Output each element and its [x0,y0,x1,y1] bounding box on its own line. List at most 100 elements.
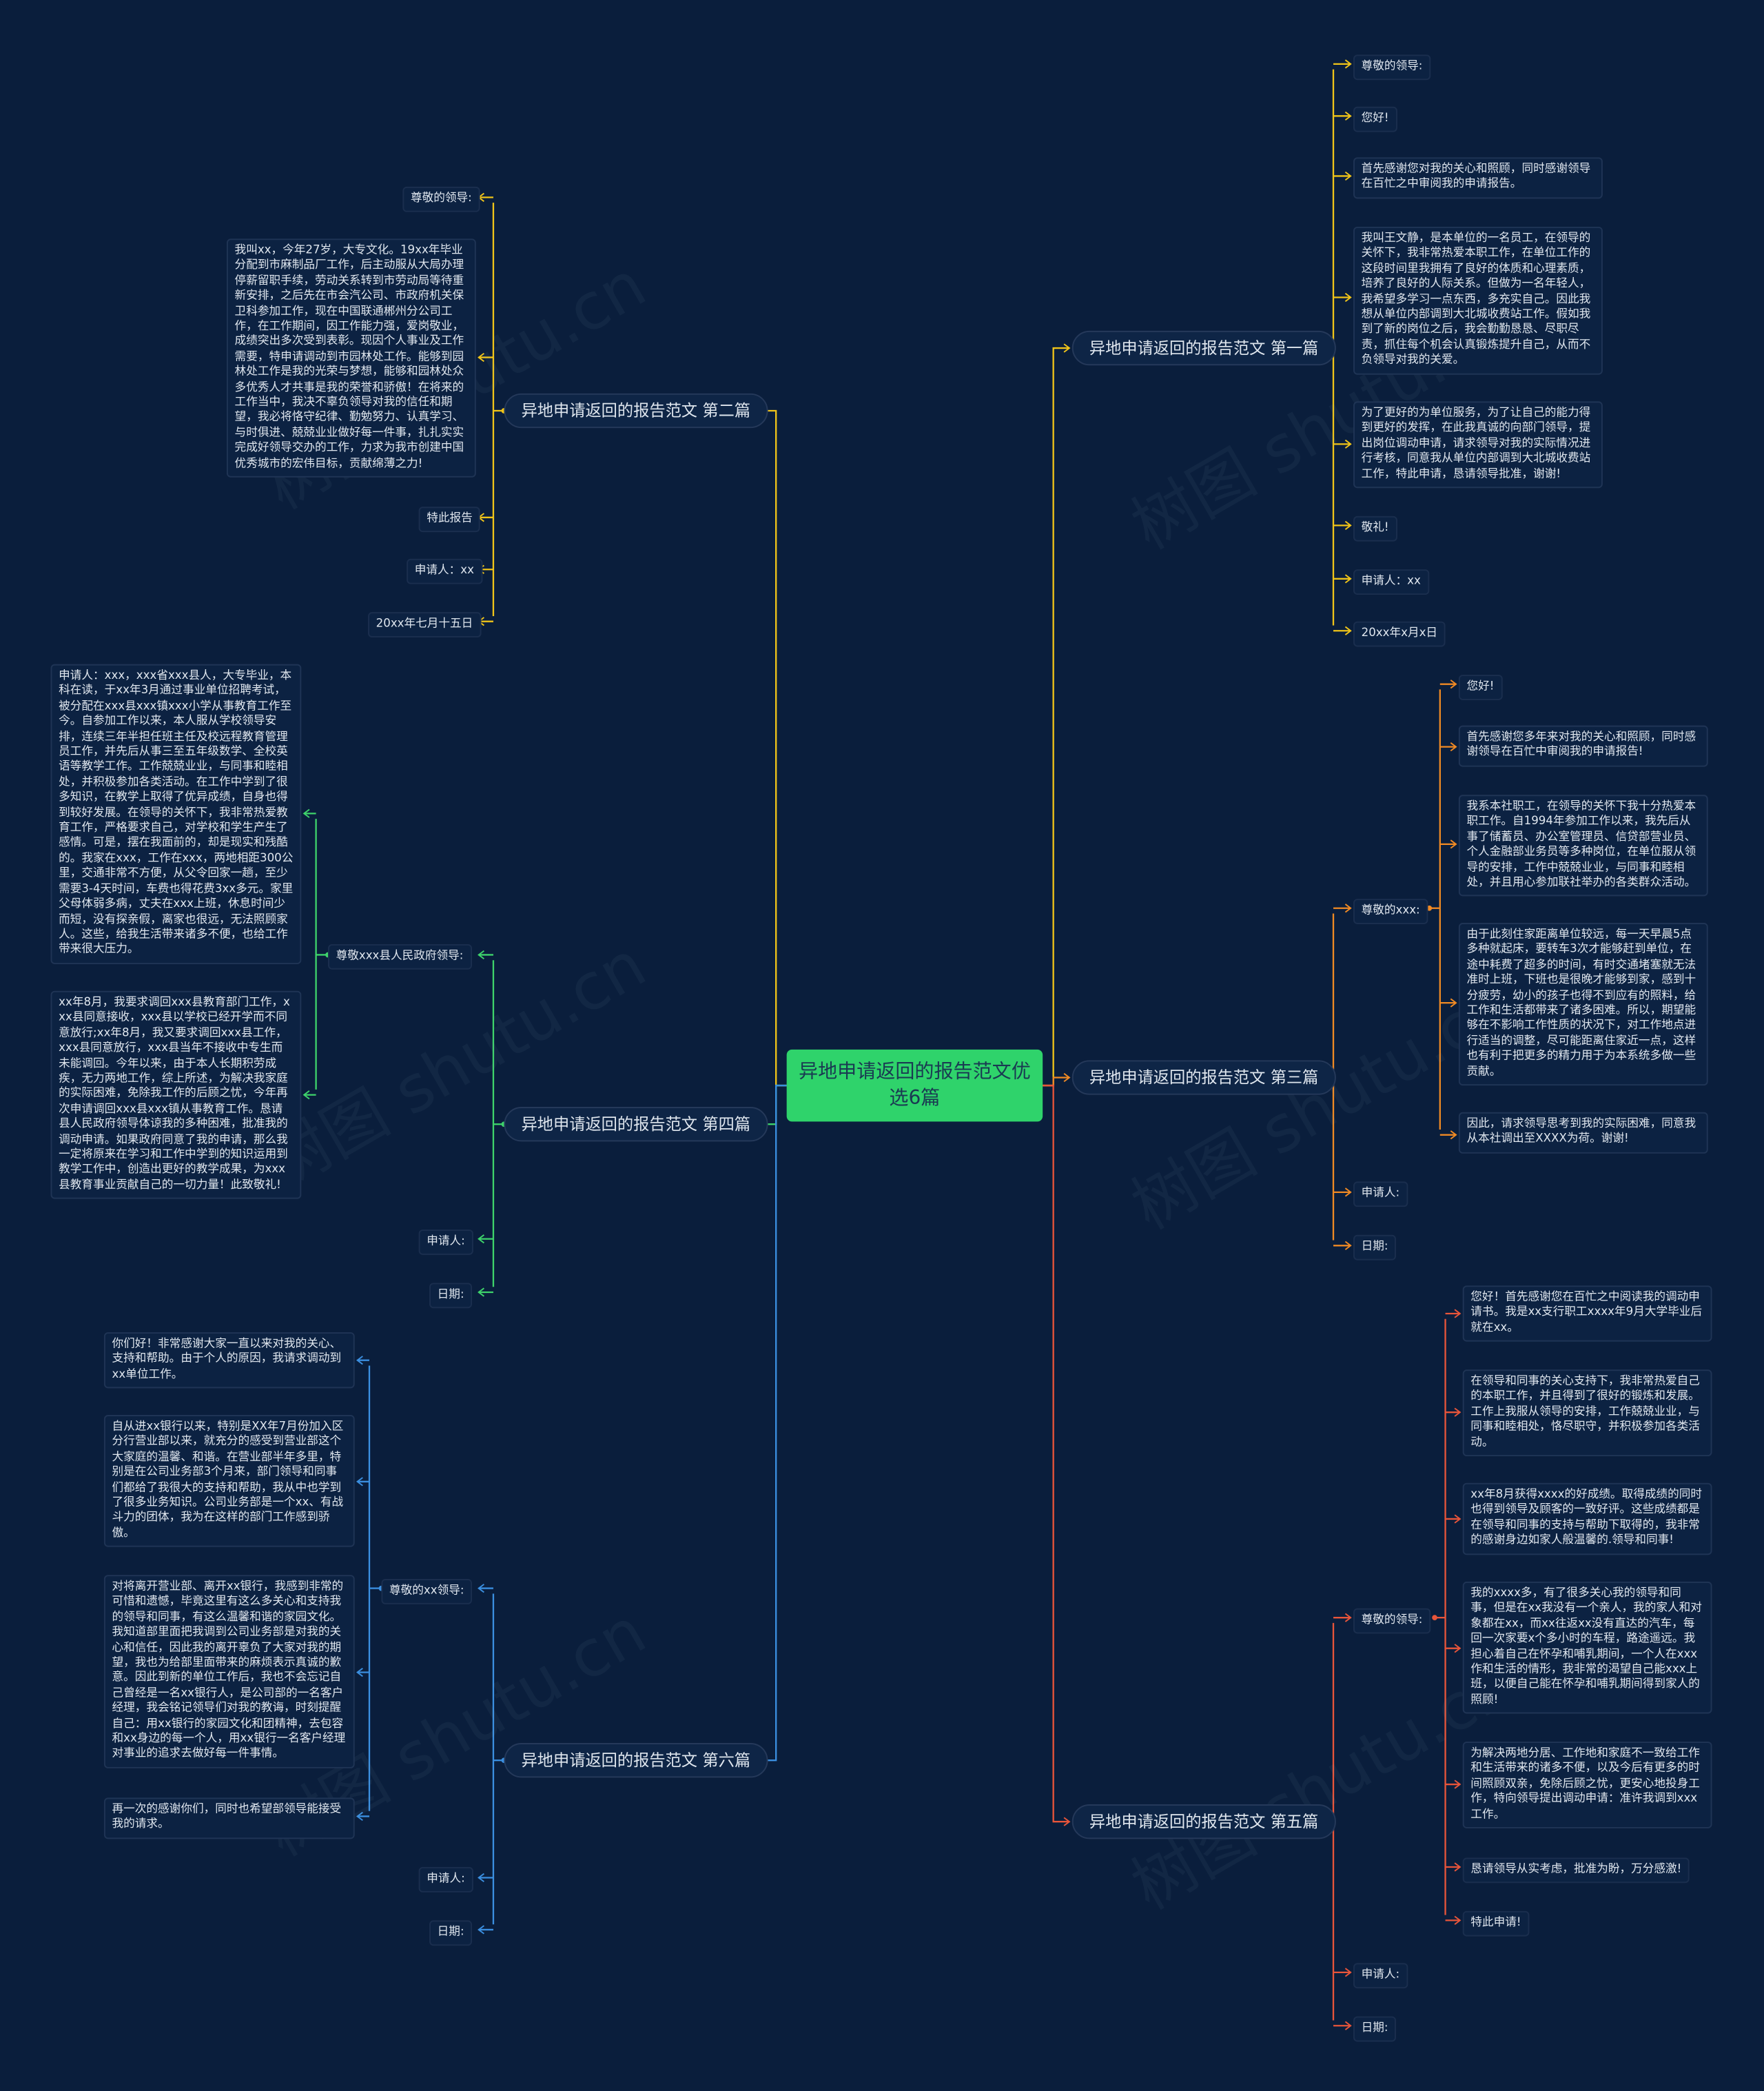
connector [759,1084,787,1762]
connector [1450,839,1457,849]
connector [1063,1072,1071,1083]
b2-item-2[interactable]: 特此报告 [418,507,481,533]
connector [478,950,484,960]
b3-tail-1[interactable]: 日期: [1353,1234,1397,1261]
b5-sub-item-2[interactable]: xx年8月获得xxxx的好成绩。取得成绩的同时也得到领导及顾客的一致好评。这些成… [1462,1482,1712,1555]
connector [1344,59,1352,69]
connector-dot [1426,905,1433,911]
connector [302,808,310,818]
b3-sub-label[interactable]: 尊敬的xxx: [1353,899,1428,924]
b1-item-5[interactable]: 敬礼! [1353,516,1397,542]
b1-item-4[interactable]: 为了更好的为单位服务，为了让自己的能力得到更好的发挥，在此我真诚的向部门领导，提… [1353,401,1603,489]
connector [1344,111,1352,121]
b4-sub-item-1[interactable]: xx年8月，我要求调回xxx县教育部门工作，xxx县同意接收，xxx县以学校已经… [50,990,302,1200]
connector [478,1873,484,1883]
connector [478,1584,484,1593]
b5-tail-0[interactable]: 申请人: [1353,1963,1408,1989]
connector [1344,520,1352,530]
b1-item-3[interactable]: 我叫王文静，是本单位的一名员工，在领导的关怀下，我非常热爱本职工作，在单位工作的… [1353,226,1603,375]
b3-sub-item-1[interactable]: 首先感谢您多年来对我的关心和照顾，同时感谢领导在百忙中审阅我的申请报告! [1458,725,1708,767]
b3-sub-item-0[interactable]: 您好! [1458,675,1503,700]
b3-tail-0[interactable]: 申请人: [1353,1181,1408,1207]
b1-item-2[interactable]: 首先感谢您对我的关心和照顾，同时感谢领导在百忙之中审阅我的申请报告。 [1353,157,1603,198]
b1-item-0[interactable]: 尊敬的领导: [1353,54,1431,81]
connector [478,1925,484,1935]
branch-second[interactable]: 异地申请返回的报告范文 第二篇 [504,393,768,429]
branch-fifth[interactable]: 异地申请返回的报告范文 第五篇 [1071,1804,1336,1839]
b4-sub-label[interactable]: 尊敬xxx县人民政府领导: [328,943,472,970]
connector [1344,626,1352,635]
b6-tail-1[interactable]: 日期: [429,1920,473,1946]
connector [1454,1514,1462,1524]
connector [1344,1968,1352,1977]
connector [1344,439,1352,449]
connector [1454,1309,1462,1318]
connector [1454,1407,1462,1417]
connector [1344,1613,1352,1622]
b5-sub-item-3[interactable]: 我的xxxx多，有了很多关心我的领导和同事，但是在xx我没有一个亲人，我的家人和… [1462,1581,1712,1714]
b1-item-6[interactable]: 申请人：xx [1353,569,1429,595]
b3-sub-item-4[interactable]: 因此，请求领导思考到我的实际困难，同意我从本社调出至XXXX为荷。谢谢! [1458,1112,1708,1154]
connector [356,1811,363,1822]
b4-tail-1[interactable]: 日期: [429,1283,473,1309]
connector [1344,1187,1352,1197]
connector [1344,904,1352,913]
branch-third[interactable]: 异地申请返回的报告范文 第三篇 [1071,1060,1336,1095]
connector [1454,1779,1462,1789]
connector [759,409,787,1087]
connector [1450,742,1457,752]
connector [1063,343,1071,353]
connector [356,1356,363,1365]
b5-sub-item-5[interactable]: 恳请领导从实考虑，批准为盼，万分感激! [1462,1857,1690,1884]
b5-sub-item-1[interactable]: 在领导和同事的关心支持下，我非常热爱自己的本职工作，并且得到了很好的锻炼和发展。… [1462,1369,1712,1457]
b5-sub-label[interactable]: 尊敬的领导: [1353,1608,1431,1634]
connector [1043,1077,1069,1087]
b1-item-1[interactable]: 您好! [1353,106,1397,132]
connector-dot [1432,1615,1437,1621]
b5-sub-item-0[interactable]: 您好！首先感谢您在百忙之中阅读我的调动申请书。我是xx支行职工xxxx年9月大学… [1462,1285,1712,1343]
root-topic[interactable]: 异地申请返回的报告范文优选6篇 [786,1049,1043,1122]
connector [1454,1644,1462,1653]
connector [356,1667,363,1677]
b5-tail-1[interactable]: 日期: [1353,2016,1397,2042]
b5-sub-item-4[interactable]: 为解决两地分居、工作地和家庭不一致给工作和生活带来的诸多不便，以及今后有更多的时… [1462,1742,1712,1828]
branch-fourth[interactable]: 异地申请返回的报告范文 第四篇 [504,1107,768,1142]
b2-item-4[interactable]: 20xx年七月十五日 [368,612,481,638]
b4-tail-0[interactable]: 申请人: [418,1230,473,1255]
b3-sub-item-2[interactable]: 我系本社职工，在领导的关怀下我十分热爱本职工作。自1994年参加工作以来，我先后… [1458,795,1708,897]
connector [1450,1130,1457,1140]
b6-sub-item-3[interactable]: 再一次的感谢你们，同时也希望部领导能接受我的请求。 [103,1797,355,1839]
connector [478,353,484,363]
b2-item-1[interactable]: 我叫xx，今年27岁，大专文化。19xx年毕业分配到市麻制品厂工作，后主动服从大… [226,238,476,478]
b2-item-3[interactable]: 申请人：xx [407,558,482,584]
b1-item-7[interactable]: 20xx年x月x日 [1353,621,1446,647]
b2-item-0[interactable]: 尊敬的领导: [402,186,480,212]
connector [478,1234,484,1244]
connector [1063,1817,1071,1826]
connector [302,1090,310,1100]
connector [1344,171,1352,181]
b6-sub-item-1[interactable]: 自从进xx银行以来，特别是XX年7月份加入区分行营业部以来，就充分的感受到营业部… [103,1415,355,1548]
connector [1344,292,1352,303]
connector [1454,1915,1462,1925]
connector [1454,1862,1462,1872]
connector [1043,1084,1069,1823]
b3-sub-item-3[interactable]: 由于此刻住家距离单位较远，每一天早晨5点多种就起床，要转车3次才能够赶到单位，在… [1458,923,1708,1086]
b6-tail-0[interactable]: 申请人: [418,1867,473,1893]
connector [1344,1241,1352,1250]
b6-sub-label[interactable]: 尊敬的xx领导: [381,1579,473,1604]
connector [478,1287,484,1297]
connector [1450,998,1457,1008]
b6-sub-item-2[interactable]: 对将离开营业部、离开xx银行，我感到非常的可惜和遗憾，毕竟这里有这么多关心和支持… [103,1575,355,1768]
connector [1344,574,1352,584]
b5-sub-item-6[interactable]: 特此申请! [1462,1910,1530,1937]
connector [356,1477,363,1487]
connector [1043,347,1069,1087]
connector [1344,2021,1352,2030]
b6-sub-item-0[interactable]: 你们好！非常感谢大家一直以来对我的关心、支持和帮助。由于个人的原因，我请求调动到… [103,1332,355,1389]
branch-first[interactable]: 异地申请返回的报告范文 第一篇 [1071,330,1336,366]
b4-sub-item-0[interactable]: 申请人：xxx，xxx省xxx县人，大专毕业，本科在读，于xx年3月通过事业单位… [50,664,302,964]
branch-sixth[interactable]: 异地申请返回的报告范文 第六篇 [504,1743,768,1778]
connector [1450,680,1457,689]
